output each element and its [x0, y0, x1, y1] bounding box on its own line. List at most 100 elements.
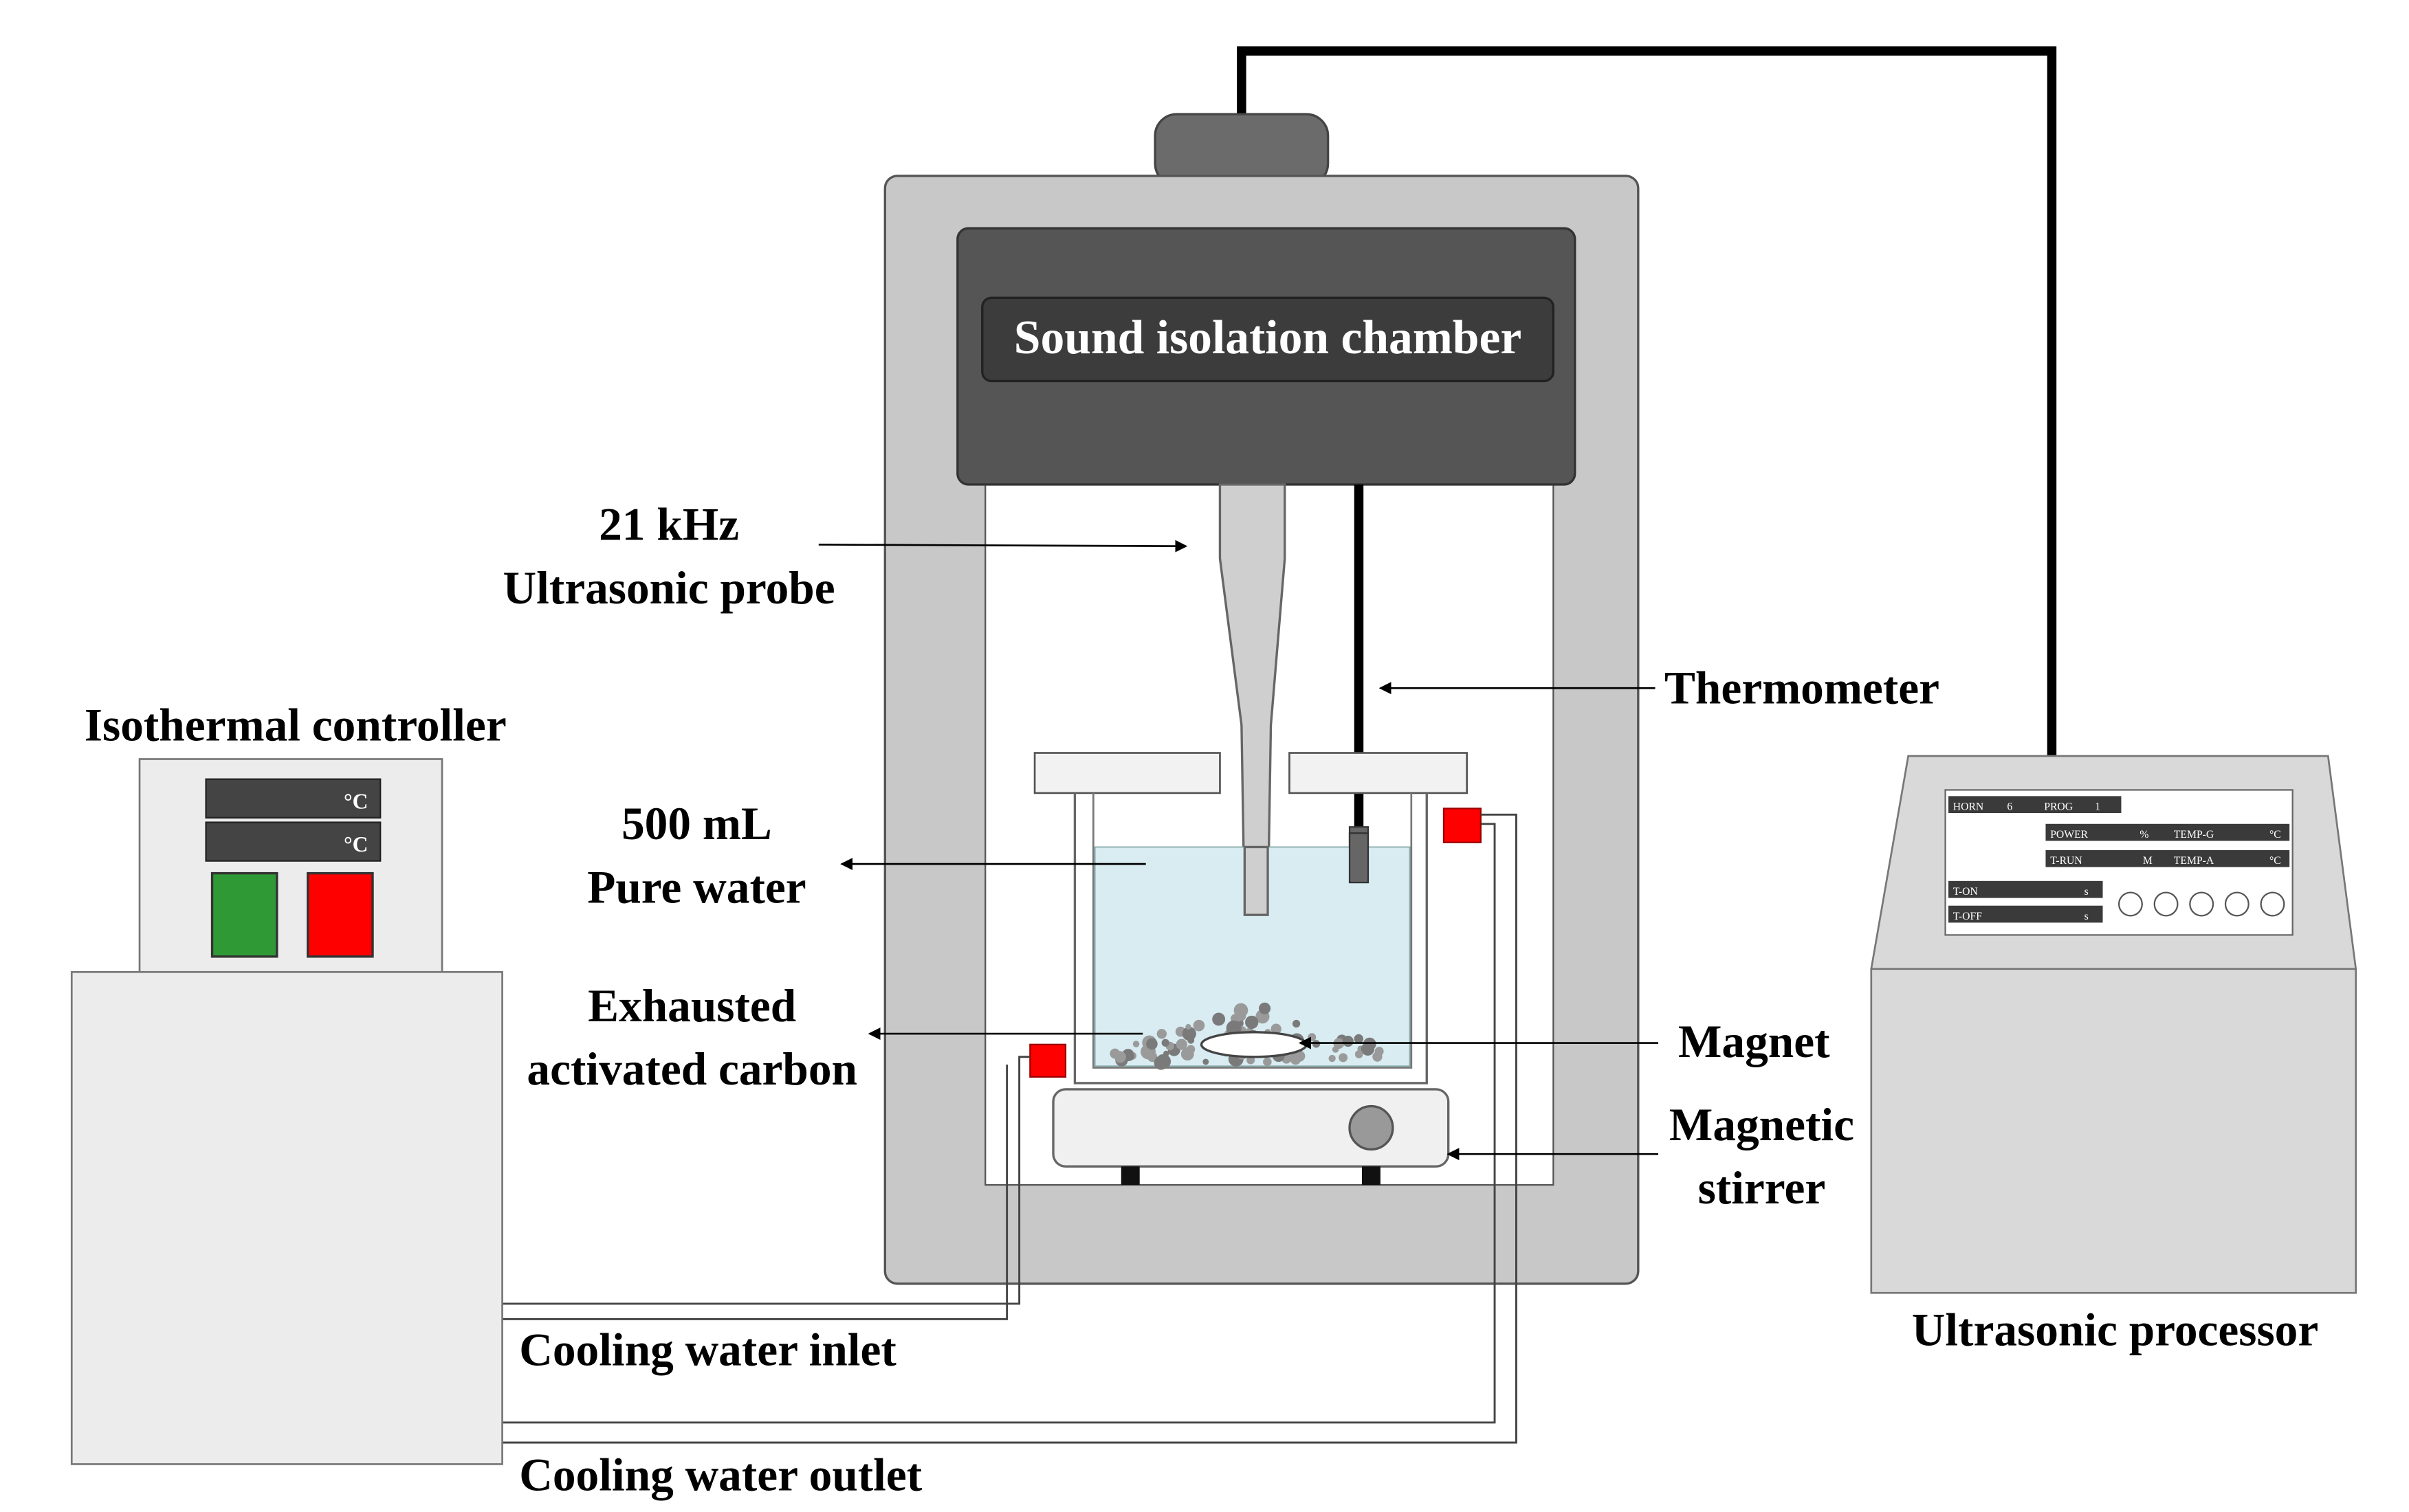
panel-button-2[interactable]: [2153, 891, 2179, 917]
carbon-particle: [1156, 1029, 1167, 1039]
panel-toff-unit: s: [2084, 911, 2089, 922]
inlet-tube-inner: [502, 1064, 1009, 1320]
water-label-line1: 500 mL: [622, 798, 772, 849]
thermometer-label: Thermometer: [1664, 663, 1939, 714]
probe-tip: [1243, 845, 1269, 916]
beaker-jacket: [1073, 792, 1428, 1085]
carbon-particle: [1354, 1050, 1363, 1058]
carbon-particle: [1328, 1054, 1336, 1063]
panel-horn-value: 6: [2007, 801, 2012, 813]
chamber-top-knob: [1154, 113, 1330, 187]
stirrer-foot-right: [1361, 1166, 1380, 1186]
panel-temp-a-unit: °C: [2269, 855, 2281, 867]
carbon-particle: [1185, 1023, 1191, 1030]
panel-toff-bar: [1948, 905, 2103, 923]
inlet-tube-outer: [502, 1056, 1031, 1305]
panel-button-1[interactable]: [2118, 891, 2143, 917]
magnetic-stirrer: [1052, 1088, 1450, 1168]
panel-trun-bar: [2045, 849, 2290, 867]
panel-horn-label: HORN: [1953, 801, 1984, 813]
carbon-particle: [1246, 1056, 1255, 1065]
carbon-particle: [1270, 1023, 1282, 1034]
beaker-lid-right: [1288, 752, 1468, 794]
carbon-particle: [1374, 1047, 1384, 1056]
carbon-particle: [1259, 1002, 1271, 1014]
carbon-particle: [1292, 1019, 1301, 1028]
stirrer-foot-left: [1121, 1166, 1140, 1186]
carbon-particle: [1361, 1042, 1375, 1056]
carbon-particle: [1163, 1050, 1169, 1057]
carbon-particle: [1233, 1011, 1244, 1022]
panel-button-4[interactable]: [2224, 891, 2250, 917]
panel-temp-g-label: TEMP-G: [2174, 829, 2214, 841]
carbon-particle: [1182, 1026, 1196, 1041]
panel-prog-label: PROG: [2044, 801, 2073, 813]
panel-prog-value: 1: [2095, 801, 2100, 813]
panel-ton-label: T-ON: [1953, 886, 1978, 898]
panel-power-bar: [2045, 823, 2290, 841]
panel-temp-a-label: TEMP-A: [2174, 855, 2214, 867]
magnet-label: Magnet: [1678, 1016, 1830, 1067]
probe-label-line2: Ultrasonic probe: [503, 562, 835, 614]
processor-body: [1870, 968, 2357, 1294]
carbon-particle: [1212, 1012, 1226, 1026]
controller-start-button[interactable]: [210, 871, 278, 958]
carbon-label-line2: activated carbon: [527, 1043, 857, 1095]
controller-display-2-unit: °C: [344, 832, 368, 856]
carbon-particle: [1115, 1054, 1123, 1062]
beaker-lid-left: [1033, 752, 1221, 794]
stir-bar-magnet: [1200, 1031, 1308, 1058]
chamber-title: Sound isolation chamber: [1014, 311, 1521, 364]
outlet-tube-inner: [502, 813, 1517, 1444]
carbon-particle: [1132, 1041, 1140, 1047]
panel-power-unit: %: [2140, 829, 2148, 841]
water-label-line2: Pure water: [587, 861, 806, 913]
carbon-particle: [1193, 1019, 1205, 1032]
panel-ton-bar: [1948, 880, 2103, 898]
chamber-title-plate: [981, 296, 1555, 383]
probe-label-line1: 21 kHz: [599, 499, 739, 551]
inlet-label: Cooling water inlet: [519, 1324, 896, 1376]
controller-label: Isothermal controller: [85, 700, 507, 751]
controller-stop-button[interactable]: [307, 871, 374, 958]
carbon-particle: [1202, 1058, 1209, 1065]
outlet-tube-outer: [502, 823, 1496, 1424]
carbon-particle: [1354, 1034, 1363, 1044]
carbon-label-line1: Exhausted: [588, 980, 796, 1032]
controller-display-1: [205, 778, 382, 819]
panel-trun-unit: M: [2143, 855, 2153, 867]
carbon-particle: [1124, 1052, 1134, 1061]
carbon-particle: [1308, 1033, 1317, 1042]
carbon-particle: [1245, 1015, 1259, 1030]
stirrer-knob: [1348, 1104, 1394, 1151]
outlet-label: Cooling water outlet: [519, 1449, 923, 1501]
carbon-particle: [1147, 1052, 1158, 1063]
panel-ton-unit: s: [2084, 886, 2089, 898]
carbon-particle: [1186, 1045, 1196, 1054]
carbon-particle: [1187, 1036, 1195, 1044]
carbon-particle: [1161, 1038, 1169, 1047]
panel-trun-label: T-RUN: [2050, 855, 2082, 867]
panel-horn-prog-bar: [1948, 796, 2122, 814]
carbon-particle: [1146, 1038, 1158, 1050]
carbon-particle: [1154, 1056, 1168, 1070]
panel-temp-g-unit: °C: [2269, 829, 2281, 841]
controller-display-1-unit: °C: [344, 789, 368, 813]
carbon-particle: [1263, 1057, 1272, 1067]
controller-display-2: [205, 821, 382, 862]
thermometer-tip-in-water: [1348, 832, 1370, 884]
panel-power-label: POWER: [2050, 829, 2088, 841]
panel-toff-label: T-OFF: [1953, 911, 1982, 922]
outlet-valve: [1442, 808, 1482, 843]
controller-body: [70, 970, 503, 1465]
power-cable: [1237, 46, 2057, 759]
panel-button-5[interactable]: [2260, 891, 2285, 917]
stirrer-label-line2: stirrer: [1698, 1162, 1826, 1214]
probe-arrow: [818, 540, 1188, 553]
inlet-valve: [1029, 1043, 1067, 1078]
stirrer-label-line1: Magnetic: [1669, 1099, 1854, 1150]
carbon-particle: [1176, 1038, 1187, 1050]
panel-button-3[interactable]: [2189, 891, 2214, 917]
beaker-inner-wall: [1092, 792, 1413, 1069]
